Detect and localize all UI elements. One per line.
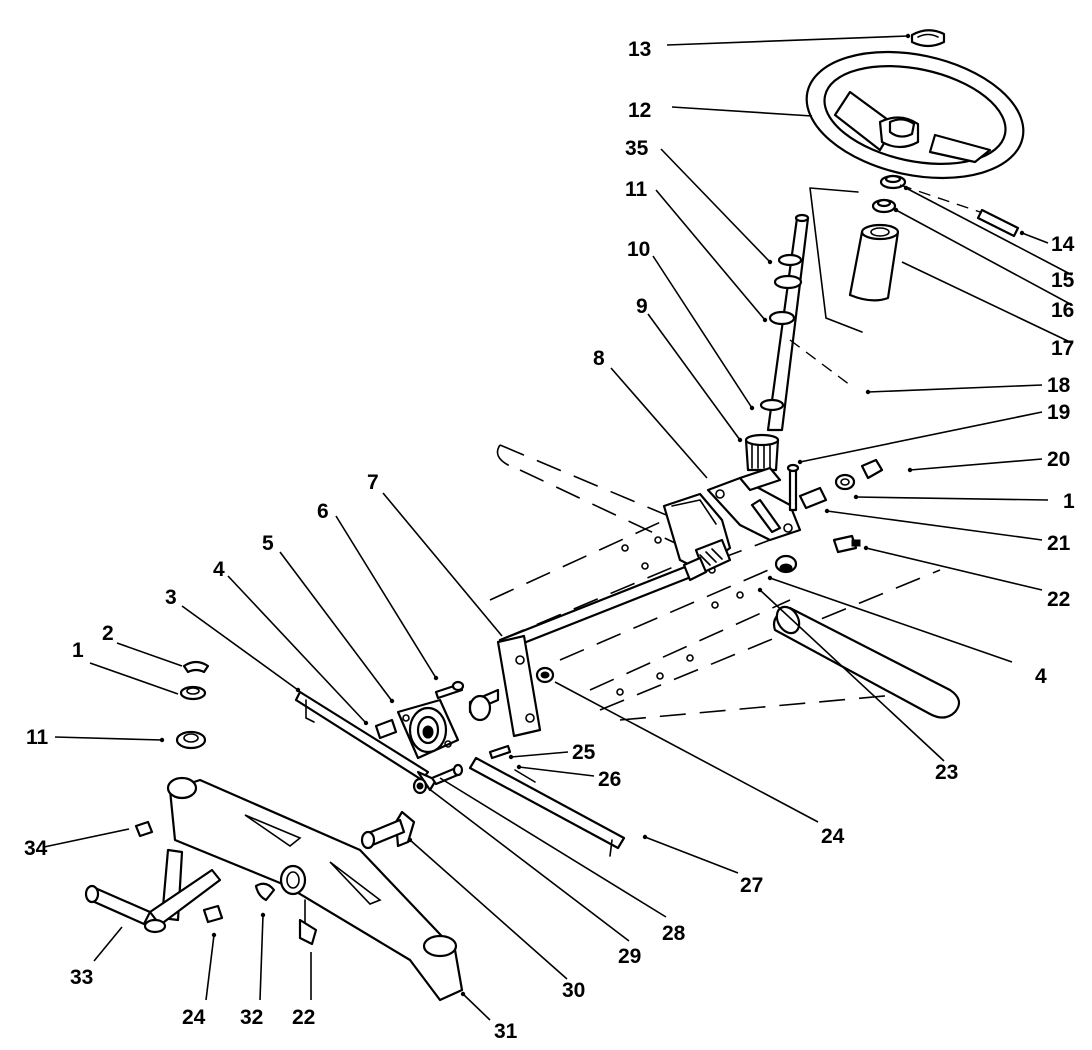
callout-35: 35 xyxy=(625,137,649,160)
steering-wheel-cap xyxy=(910,29,946,48)
short-tie-rod xyxy=(468,744,626,857)
callout-31: 31 xyxy=(494,1020,518,1043)
front-axle-arm xyxy=(166,776,464,1002)
callout-22-right: 22 xyxy=(1047,588,1070,611)
callout-10: 10 xyxy=(627,238,650,261)
callout-15: 15 xyxy=(1051,269,1075,292)
lower-hardware xyxy=(254,882,318,946)
callout-6: 6 xyxy=(317,500,329,523)
callout-2: 2 xyxy=(102,622,114,645)
spindle-assembly xyxy=(84,848,224,934)
callout-21: 21 xyxy=(1047,532,1071,555)
axle-tube xyxy=(772,605,961,719)
callout-33: 33 xyxy=(70,966,93,989)
callout-1-right: 1 xyxy=(1063,490,1075,513)
callout-19: 19 xyxy=(1047,401,1070,424)
steering-column-tube xyxy=(809,187,900,333)
bearing-flange xyxy=(374,680,465,760)
drag-rod xyxy=(498,556,708,684)
callout-11-left: 11 xyxy=(26,726,49,749)
grease-fitting xyxy=(134,820,154,838)
callout-13: 13 xyxy=(628,38,651,61)
callout-4-left: 4 xyxy=(213,558,225,581)
callout-7: 7 xyxy=(367,471,379,494)
callout-9: 9 xyxy=(636,295,648,318)
callout-8: 8 xyxy=(593,347,605,370)
pivot-bracket xyxy=(360,810,416,850)
callout-25: 25 xyxy=(572,741,596,764)
steering-washers xyxy=(871,174,907,214)
callout-1-left: 1 xyxy=(72,639,84,662)
steering-bracket xyxy=(706,466,802,542)
callout-27: 27 xyxy=(740,874,763,897)
steering-wheel xyxy=(805,50,1025,180)
callout-22-bottom: 22 xyxy=(292,1006,315,1029)
callout-26: 26 xyxy=(598,768,621,791)
roll-pin xyxy=(899,184,1020,238)
pinion-gear xyxy=(744,433,780,472)
callout-24-mid: 24 xyxy=(821,825,845,848)
callout-3: 3 xyxy=(165,586,177,609)
callout-29: 29 xyxy=(618,945,641,968)
callout-23: 23 xyxy=(935,761,958,784)
callout-24-bottom: 24 xyxy=(182,1006,206,1029)
callout-17: 17 xyxy=(1051,337,1074,360)
callout-32: 32 xyxy=(240,1006,263,1029)
callout-18: 18 xyxy=(1047,374,1071,397)
callout-28: 28 xyxy=(662,922,686,945)
callout-4-right: 4 xyxy=(1035,665,1047,688)
callout-20: 20 xyxy=(1047,448,1070,471)
mounting-plate xyxy=(468,634,542,738)
callout-14: 14 xyxy=(1051,233,1075,256)
kingpin-washers xyxy=(175,660,210,750)
callout-11-top: 11 xyxy=(625,178,648,201)
bracket-hardware xyxy=(774,458,884,574)
leader-lines xyxy=(43,33,1073,1021)
callout-16: 16 xyxy=(1051,299,1074,322)
callout-5: 5 xyxy=(262,532,274,555)
callout-12: 12 xyxy=(628,99,651,122)
callout-34: 34 xyxy=(24,837,48,860)
callout-labels: 13 12 35 11 10 9 8 14 15 16 17 18 19 20 … xyxy=(24,38,1075,1043)
pivot-bolt xyxy=(412,763,464,795)
sector-gear-assembly xyxy=(662,492,732,574)
callout-30: 30 xyxy=(562,979,585,1002)
steering-shaft xyxy=(759,213,851,432)
